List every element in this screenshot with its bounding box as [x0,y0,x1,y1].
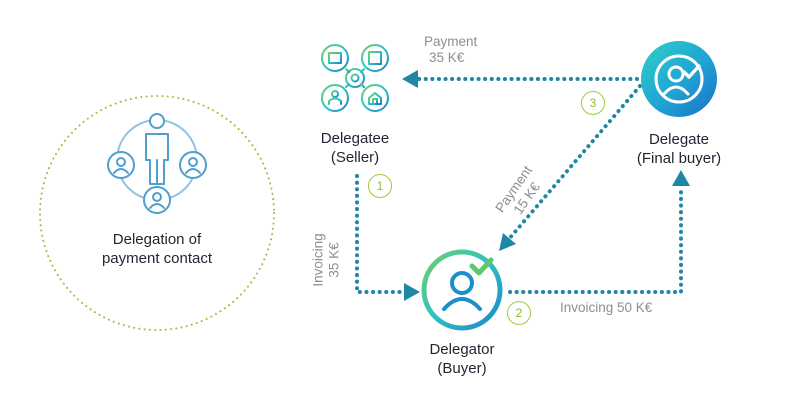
concept-label-line1: Delegation of [112,231,202,248]
people-network-icon [107,113,207,214]
delegatee-role: (Seller) [330,149,380,166]
delegator-label: Delegator (Buyer) [407,340,517,378]
arrowhead-payment-top [402,70,418,88]
invoicing-left-amount: 35 K€ [326,242,342,278]
concept-label: Delegation of payment contact [82,230,232,268]
concept-dotted-circle [39,95,275,331]
payment-top-amount: 35 K€ [429,50,465,65]
step-badge-3: 3 [581,91,605,115]
delegator-name: Delegator [429,341,495,358]
concept-label-line2: payment contact [101,250,213,267]
invoicing-bottom-label: Invoicing 50 K€ [560,300,653,315]
delegatee-name: Delegatee [320,130,390,147]
delegatee-label: Delegatee (Seller) [300,129,410,167]
final-buyer-badge-icon [641,41,717,117]
payment-top-label: Payment 35 K€ [424,34,477,66]
invoicing-left-word: Invoicing [310,233,326,287]
payment-top-word: Payment [424,34,478,49]
delegate-role: (Final buyer) [636,150,722,167]
delegator-role: (Buyer) [437,360,487,377]
arrow-invoicing-left [355,174,412,294]
arrowheads [402,70,690,301]
step-badge-1: 1 [368,174,392,198]
delegate-label: Delegate (Final buyer) [614,130,744,168]
arrowhead-invoicing-bottom [672,170,690,186]
step-badge-2: 2 [507,301,531,325]
seller-gear-icon [321,44,389,112]
delegate-name: Delegate [648,131,710,148]
arrow-invoicing-bottom [508,188,683,294]
arrow-payment-diagonal [506,84,642,242]
buyer-person-check-icon [421,249,503,331]
invoicing-left-label: Invoicing 35 K€ [311,233,343,286]
arrowhead-invoicing-left [404,283,420,301]
arrowhead-payment-diagonal [499,233,516,251]
flow-arrows [355,77,683,294]
